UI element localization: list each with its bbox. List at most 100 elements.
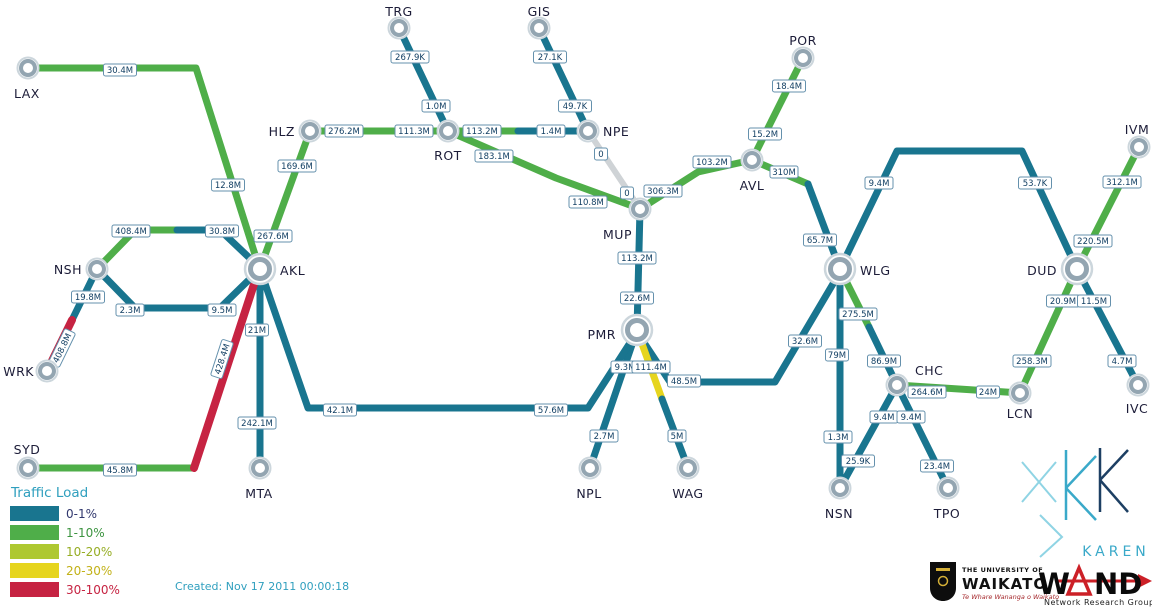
node-ring-inner — [301, 122, 319, 140]
link-load-label-wlg-chc: 275.5M — [838, 307, 878, 321]
svg-text:57.6M: 57.6M — [538, 406, 564, 416]
link-load-label-pmr-wlg: 48.5M — [667, 374, 701, 388]
link-load-label-npe-mup: 0 — [594, 147, 608, 161]
svg-text:306.3M: 306.3M — [647, 187, 679, 197]
node-SYD: SYD — [14, 442, 40, 480]
svg-text:25.9K: 25.9K — [846, 457, 871, 467]
node-label-WAG: WAG — [672, 486, 703, 501]
svg-text:110.8M: 110.8M — [572, 198, 604, 208]
link-load-label-rot-mup: 110.8M — [568, 195, 608, 209]
node-label-NSH: NSH — [54, 262, 82, 277]
node-label-AVL: AVL — [740, 178, 765, 193]
node-GIS: GIS — [527, 4, 551, 40]
node-ring-inner — [19, 459, 37, 477]
node-label-LCN: LCN — [1007, 406, 1034, 421]
node-ring-inner — [939, 479, 957, 497]
waikato-crest-icon — [930, 562, 956, 601]
node-NPE: NPE — [576, 119, 629, 143]
node-ring-inner — [794, 49, 812, 67]
link-load-label-pmr-npl: 2.7M — [589, 429, 619, 443]
legend-label-0-1: 0-1% — [66, 506, 98, 521]
svg-text:79M: 79M — [828, 351, 846, 361]
link-load-label-nsh-akl-lower: 2.3M — [115, 303, 145, 317]
svg-text:169.6M: 169.6M — [281, 162, 313, 172]
link-load-label-hlz-rot: 276.2M — [324, 124, 364, 138]
karen-logo: KAREN — [1021, 448, 1146, 560]
node-TPO: TPO — [933, 476, 961, 521]
svg-text:20.9M: 20.9M — [1050, 297, 1076, 307]
node-ring-inner — [19, 59, 37, 77]
link-load-label-wlg-dud-top: 53.7K — [1018, 176, 1052, 190]
svg-text:15.2M: 15.2M — [752, 130, 778, 140]
link-load-label-akl-pmr: 42.1M — [323, 403, 357, 417]
legend-swatch-1-10 — [10, 525, 59, 540]
link-load-label-avl-wlg: 65.7M — [803, 233, 837, 247]
legend-swatch-30-100 — [10, 582, 59, 597]
node-ring-inner — [248, 257, 272, 281]
link-load-label-avl-wlg: 310M — [769, 165, 799, 179]
legend-label-30-100: 30-100% — [66, 582, 120, 597]
node-label-TRG: TRG — [384, 4, 413, 19]
svg-text:267.9K: 267.9K — [395, 53, 425, 63]
svg-text:1.3M: 1.3M — [828, 433, 849, 443]
link-syd-akl — [190, 268, 262, 472]
wand-logo-subtitle: Network Research Group — [1044, 598, 1152, 607]
link-rot-mup — [444, 127, 642, 212]
node-ring-inner — [439, 122, 457, 140]
link-load-label-rot-npe: 1.4M — [536, 124, 566, 138]
node-label-LAX: LAX — [14, 86, 40, 101]
svg-text:9.3M: 9.3M — [615, 363, 636, 373]
svg-text:183.1M: 183.1M — [478, 152, 510, 162]
link-hlz-akl — [257, 127, 314, 270]
legend-swatch-10-20 — [10, 544, 59, 559]
node-IVC: IVC — [1126, 373, 1150, 416]
node-label-AKL: AKL — [280, 263, 305, 278]
svg-text:242.1M: 242.1M — [241, 419, 273, 429]
node-NSH: NSH — [54, 257, 109, 281]
legend-label-20-30: 20-30% — [66, 563, 113, 578]
node-label-ROT: ROT — [434, 148, 462, 163]
link-load-label-nsh-akl-lower: 9.5M — [207, 303, 237, 317]
node-ring-inner — [1129, 376, 1147, 394]
svg-text:111.3M: 111.3M — [398, 127, 430, 137]
link-gis-npe — [535, 24, 592, 135]
link-load-label-syd-akl: 45.8M — [103, 463, 137, 477]
link-load-label-syd-akl: 428.4M — [210, 339, 234, 379]
link-load-label-nsh-wrk: 19.8M — [71, 290, 105, 304]
node-label-WRK: WRK — [3, 364, 34, 379]
node-ring-inner — [631, 200, 649, 218]
legend-title: Traffic Load — [11, 485, 89, 501]
svg-text:267.6M: 267.6M — [257, 232, 289, 242]
node-ring-inner — [581, 459, 599, 477]
svg-text:12.8M: 12.8M — [215, 181, 241, 191]
link-load-label-dud-ivc: 11.5M — [1077, 294, 1111, 308]
link-load-label-akl-mta: 21M — [245, 323, 269, 337]
node-LAX: LAX — [14, 56, 40, 101]
svg-text:5M: 5M — [671, 432, 684, 442]
svg-text:86.9M: 86.9M — [871, 357, 897, 367]
link-load-label-rot-npe: 113.2M — [462, 124, 502, 138]
node-label-HLZ: HLZ — [269, 124, 295, 139]
svg-text:19.8M: 19.8M — [75, 293, 101, 303]
node-WLG: WLG — [823, 252, 890, 286]
link-pmr-npl — [586, 326, 641, 472]
legend-item-0-1: 0-1% — [10, 504, 120, 523]
svg-text:49.7K: 49.7K — [563, 102, 588, 112]
traffic-load-legend: Traffic Load 0-1% 1-10% 10-20% 20-30% 30… — [10, 485, 120, 599]
svg-text:408.4M: 408.4M — [115, 227, 147, 237]
svg-text:9.4M: 9.4M — [901, 413, 922, 423]
node-label-TPO: TPO — [933, 506, 961, 521]
link-load-label-hlz-rot: 111.3M — [394, 124, 434, 138]
svg-text:1.4M: 1.4M — [541, 127, 562, 137]
svg-text:258.3M: 258.3M — [1016, 357, 1048, 367]
link-wlg-dud-top — [836, 147, 1081, 273]
node-ring-inner — [390, 19, 408, 37]
link-akl-pmr — [256, 265, 641, 412]
link-load-label-mup-pmr: 22.6M — [620, 291, 654, 305]
node-label-CHC: CHC — [915, 363, 943, 378]
link-load-label-pmr-wag: 5M — [667, 429, 687, 443]
link-load-label-gis-npe: 27.1K — [533, 50, 567, 64]
svg-text:11.5M: 11.5M — [1081, 297, 1107, 307]
node-POR: POR — [789, 33, 816, 70]
wand-arrowhead-icon — [1138, 574, 1152, 588]
